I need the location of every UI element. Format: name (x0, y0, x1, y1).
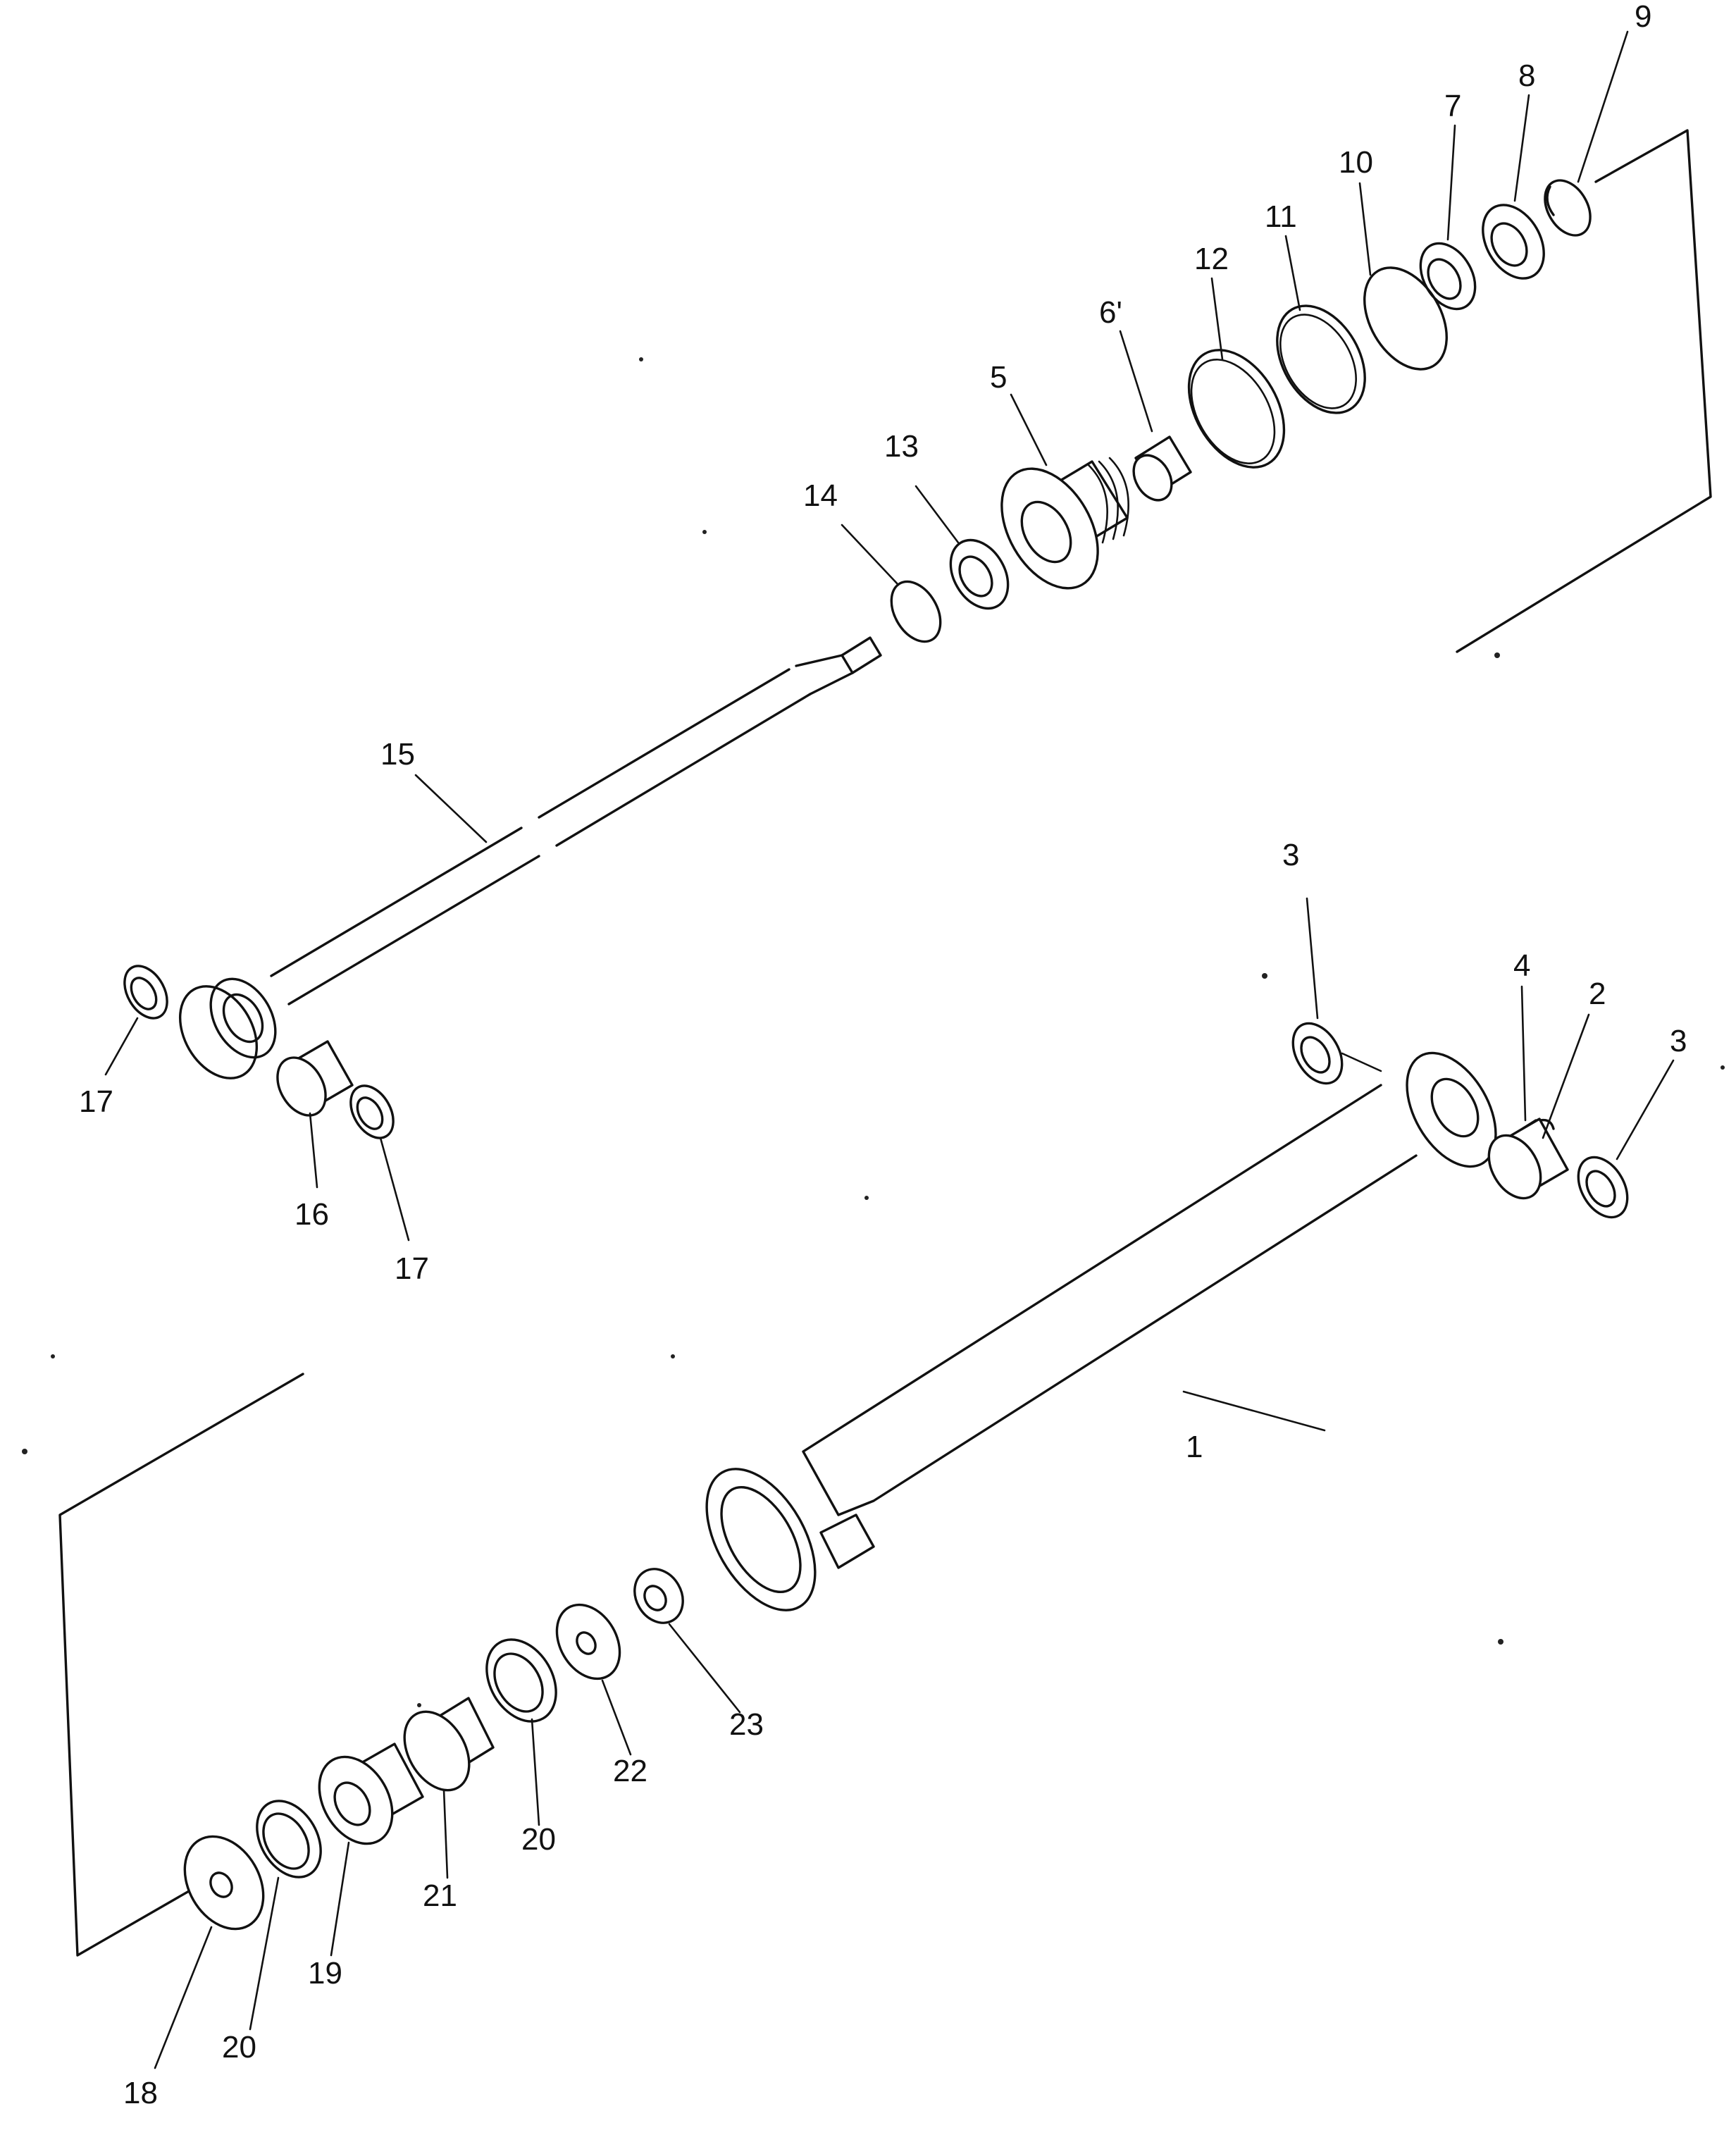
part-18-cushion-plate (183, 1835, 265, 1931)
part-17-seal-left (123, 965, 168, 1020)
callout-16: 16 (294, 1197, 329, 1232)
callout-18: 18 (123, 2076, 158, 2110)
part-15-piston-rod (178, 636, 882, 1079)
part-10-o-ring (1363, 266, 1448, 371)
part-6-sleeve (1132, 435, 1192, 502)
callout-2: 2 (1589, 977, 1606, 1011)
callout-6: 6' (1099, 295, 1122, 330)
callout-10: 10 (1339, 145, 1373, 180)
part-2-bushing (1487, 1118, 1569, 1200)
part-19-piston (318, 1743, 424, 1845)
callout-8: 8 (1518, 58, 1535, 93)
part-20-wear-ring-lower (256, 1800, 322, 1878)
callout-12: 12 (1194, 242, 1229, 276)
leader-lines (104, 30, 1675, 2069)
part-21-piston-ring (403, 1697, 495, 1792)
part-11-backup-ring (1276, 304, 1366, 414)
callout-20-lower: 20 (222, 2030, 256, 2065)
callout-13: 13 (884, 429, 919, 464)
callout-21: 21 (423, 1878, 457, 1913)
part-22-washer (555, 1603, 621, 1681)
assembly-bracket-lower (58, 1373, 304, 1957)
callout-15: 15 (380, 737, 415, 772)
callout-19: 19 (308, 1956, 342, 1991)
callout-4: 4 (1513, 948, 1530, 983)
callout-3-lower: 3 (1670, 1024, 1687, 1058)
part-14-snap-ring (890, 580, 942, 643)
part-13-seal (949, 538, 1010, 610)
part-12-ring (1187, 349, 1286, 469)
scan-specks (22, 357, 1725, 1707)
callout-20-upper: 20 (521, 1822, 556, 1857)
callout-labels: 9 8 7 10 11 12 6' 5 13 14 15 17 16 17 3 … (79, 0, 1687, 2110)
part-9-snap-ring (1544, 179, 1592, 237)
callout-1: 1 (1186, 1430, 1203, 1464)
callout-22: 22 (613, 1754, 647, 1788)
callout-23: 23 (729, 1707, 764, 1742)
callout-5: 5 (990, 360, 1007, 395)
part-3-seal-upper (1291, 1022, 1344, 1085)
callout-17-left: 17 (79, 1084, 113, 1119)
part-17-seal-right (349, 1084, 395, 1139)
part-1-cylinder-tube (705, 1051, 1497, 1611)
assembly-bracket-upper (1456, 129, 1712, 653)
part-16-bushing (276, 1040, 354, 1117)
part-20-wear-ring-upper (485, 1638, 557, 1723)
callout-14: 14 (803, 478, 838, 513)
callout-9: 9 (1635, 0, 1651, 34)
callout-3-upper: 3 (1282, 838, 1299, 872)
part-23-nut (633, 1568, 684, 1624)
part-3-seal-lower (1577, 1156, 1629, 1219)
callout-17-right: 17 (395, 1251, 429, 1286)
part-8-bushing (1482, 204, 1545, 280)
callout-7: 7 (1444, 89, 1461, 123)
part-5-gland (1000, 457, 1129, 590)
callout-11: 11 (1265, 199, 1297, 234)
part-7-seal (1419, 242, 1477, 311)
